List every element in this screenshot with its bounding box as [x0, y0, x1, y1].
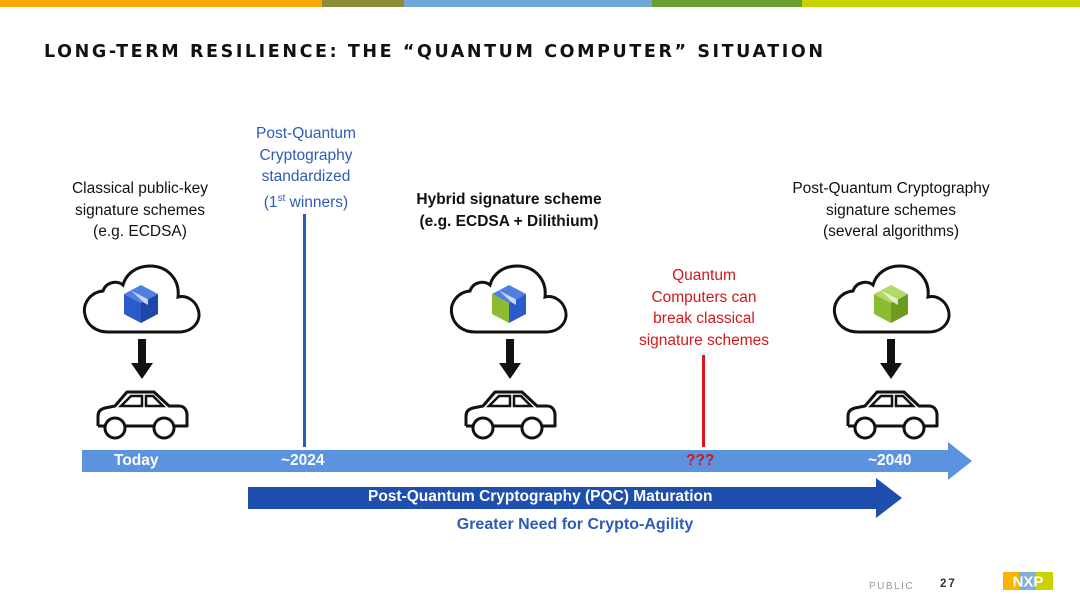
color-segment [322, 0, 404, 7]
down-arrow-icon [880, 339, 902, 379]
timeline-label-2040: ~2040 [868, 452, 912, 469]
timeline-arrow [82, 442, 972, 480]
maturation-arrow [248, 478, 902, 518]
label-line: signature schemes [74, 201, 206, 219]
label-part: (1 [263, 193, 278, 211]
timeline-label-today: Today [114, 452, 159, 469]
color-segment [802, 0, 1080, 7]
logo-text: NXP [1013, 574, 1044, 591]
quantum-threat-label: Quantum Computers can break classical si… [613, 265, 795, 351]
label-line: (several algorithms) [822, 223, 960, 240]
label-line: Cryptography [259, 146, 353, 164]
label-line: Computers can [651, 288, 757, 306]
down-arrow-icon [499, 339, 521, 379]
crypto-agility-label: Greater Need for Crypto-Agility [456, 516, 694, 533]
pqc-standardized-marker [303, 214, 306, 447]
classical-scheme-label: Classical public-key signature schemes (… [40, 178, 240, 243]
label-line: standardized [261, 168, 351, 185]
label-line: (e.g. ECDSA + Dilithium) [419, 212, 599, 230]
hybrid-scheme-label: Hybrid signature scheme (e.g. ECDSA + Di… [384, 189, 634, 232]
label-line: (e.g. ECDSA) [93, 223, 187, 240]
nxp-logo-icon: NXP [1003, 572, 1053, 590]
label-line: Quantum [672, 267, 736, 284]
label-line: signature schemes [825, 201, 957, 219]
timeline-label-unknown: ??? [686, 452, 715, 469]
maturation-label: Post-Quantum Cryptography (PQC) Maturati… [368, 488, 713, 505]
color-segment [652, 0, 802, 7]
quantum-threat-marker [702, 355, 705, 447]
classification-label: PUBLIC [869, 581, 915, 592]
label-line: signature schemes [638, 331, 770, 349]
label-line: Classical public-key [71, 180, 209, 197]
cube-green-icon [874, 285, 908, 323]
ordinal-suffix: st [277, 192, 286, 204]
page-number: 27 [940, 578, 957, 590]
car-icon [464, 390, 557, 440]
car-icon [846, 390, 939, 440]
down-arrow-icon [131, 339, 153, 379]
label-line: Post-Quantum [256, 125, 356, 142]
top-color-bar [0, 0, 1080, 7]
label-line: break classical [653, 310, 755, 327]
label-line: (1st winners) [226, 188, 386, 214]
label-part: winners) [285, 193, 349, 211]
pqc-standardized-label: Post-Quantum Cryptography standardized (… [226, 123, 386, 213]
label-line: Hybrid signature scheme [416, 191, 602, 208]
slide-title: LONG-TERM RESILIENCE: THE “QUANTUM COMPU… [44, 42, 826, 62]
color-segment [0, 0, 322, 7]
cube-blue-icon [124, 285, 158, 323]
color-segment [404, 0, 652, 7]
cube-hybrid-icon [492, 285, 526, 323]
label-line: Post-Quantum Cryptography [792, 180, 990, 197]
car-icon [96, 390, 189, 440]
pqc-scheme-label: Post-Quantum Cryptography signature sche… [766, 178, 1016, 243]
timeline-label-2024: ~2024 [281, 452, 325, 469]
